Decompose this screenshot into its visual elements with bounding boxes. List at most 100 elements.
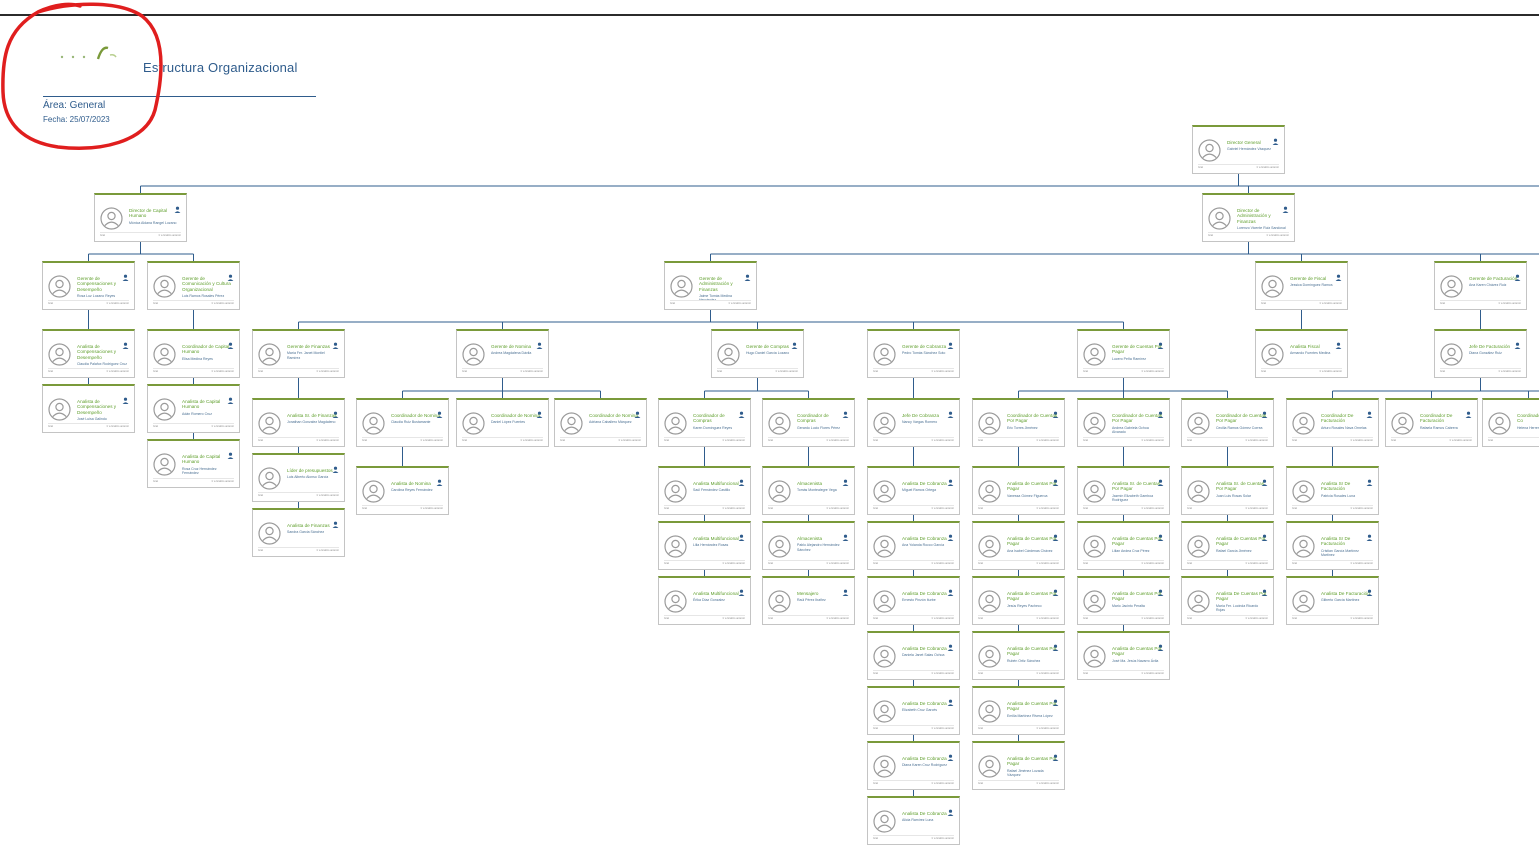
user-pin-icon[interactable] xyxy=(634,405,641,418)
user-pin-icon[interactable] xyxy=(1465,405,1472,418)
user-pin-icon[interactable] xyxy=(947,638,954,651)
card-footer-link[interactable]: Ir a Grafico anterior xyxy=(826,562,849,565)
user-pin-icon[interactable] xyxy=(436,405,443,418)
card-footer-link[interactable]: Ir a Grafico anterior xyxy=(316,439,339,442)
user-pin-icon[interactable] xyxy=(1335,268,1342,281)
card-footer-link[interactable]: Ir a Grafico anterior xyxy=(826,439,849,442)
user-pin-icon[interactable] xyxy=(332,460,339,473)
card-footer-link[interactable]: Ir a Grafico anterior xyxy=(1141,617,1164,620)
card-footer-link[interactable]: Ir a Grafico anterior xyxy=(1498,370,1521,373)
user-pin-icon[interactable] xyxy=(1366,528,1373,541)
user-pin-icon[interactable] xyxy=(1261,528,1268,541)
user-pin-icon[interactable] xyxy=(122,391,129,404)
user-pin-icon[interactable] xyxy=(1261,473,1268,486)
card-footer-link[interactable]: Ir a Grafico anterior xyxy=(722,439,745,442)
card-footer-link[interactable]: Ir a Grafico anterior xyxy=(1036,617,1059,620)
user-pin-icon[interactable] xyxy=(227,391,234,404)
card-footer-link[interactable]: Ir a Grafico anterior xyxy=(826,507,849,510)
user-pin-icon[interactable] xyxy=(1514,268,1521,281)
card-footer-link[interactable]: Ir a Grafico anterior xyxy=(931,439,954,442)
user-pin-icon[interactable] xyxy=(332,515,339,528)
card-footer-link[interactable]: Ir a Grafico anterior xyxy=(931,370,954,373)
user-pin-icon[interactable] xyxy=(227,446,234,459)
user-pin-icon[interactable] xyxy=(1261,583,1268,596)
card-footer-link[interactable]: Ir a Grafico anterior xyxy=(1141,370,1164,373)
card-footer-link[interactable]: Ir a Grafico anterior xyxy=(931,507,954,510)
card-footer-link[interactable]: Ir a Grafico anterior xyxy=(1036,439,1059,442)
card-footer-link[interactable]: Ir a Grafico anterior xyxy=(106,302,129,305)
user-pin-icon[interactable] xyxy=(1052,528,1059,541)
user-pin-icon[interactable] xyxy=(174,200,181,213)
user-pin-icon[interactable] xyxy=(1157,583,1164,596)
user-pin-icon[interactable] xyxy=(227,336,234,349)
card-footer-link[interactable]: Ir a Grafico anterior xyxy=(1036,672,1059,675)
user-pin-icon[interactable] xyxy=(1157,473,1164,486)
card-footer-link[interactable]: Ir a Grafico anterior xyxy=(931,782,954,785)
user-pin-icon[interactable] xyxy=(947,528,954,541)
card-footer-link[interactable]: Ir a Grafico anterior xyxy=(1141,672,1164,675)
card-footer-link[interactable]: Ir a Grafico anterior xyxy=(1245,617,1268,620)
card-footer-link[interactable]: Ir a Grafico anterior xyxy=(1141,439,1164,442)
card-footer-link[interactable]: Ir a Grafico anterior xyxy=(520,439,543,442)
card-footer-link[interactable]: Ir a Grafico anterior xyxy=(618,439,641,442)
user-pin-icon[interactable] xyxy=(947,748,954,761)
card-footer-link[interactable]: Ir a Grafico anterior xyxy=(931,727,954,730)
user-pin-icon[interactable] xyxy=(947,583,954,596)
card-footer-link[interactable]: Ir a Grafico anterior xyxy=(420,507,443,510)
card-footer-link[interactable]: Ir a Grafico anterior xyxy=(316,549,339,552)
card-footer-link[interactable]: Ir a Grafico anterior xyxy=(1319,302,1342,305)
card-footer-link[interactable]: Ir a Grafico anterior xyxy=(1350,507,1373,510)
user-pin-icon[interactable] xyxy=(1052,638,1059,651)
user-pin-icon[interactable] xyxy=(1366,405,1373,418)
card-footer-link[interactable]: Ir a Grafico anterior xyxy=(1036,507,1059,510)
card-footer-link[interactable]: Ir a Grafico anterior xyxy=(316,494,339,497)
card-footer-link[interactable]: Ir a Grafico anterior xyxy=(1141,507,1164,510)
user-pin-icon[interactable] xyxy=(332,405,339,418)
card-footer-link[interactable]: Ir a Grafico anterior xyxy=(1036,562,1059,565)
user-pin-icon[interactable] xyxy=(1366,583,1373,596)
card-footer-link[interactable]: Ir a Grafico anterior xyxy=(728,302,751,305)
card-footer-link[interactable]: Ir a Grafico anterior xyxy=(1036,727,1059,730)
user-pin-icon[interactable] xyxy=(536,405,543,418)
user-pin-icon[interactable] xyxy=(738,405,745,418)
card-footer-link[interactable]: Ir a Grafico anterior xyxy=(106,370,129,373)
card-footer-link[interactable]: Ir a Grafico anterior xyxy=(1266,234,1289,237)
user-pin-icon[interactable] xyxy=(436,473,443,486)
card-footer-link[interactable]: Ir a Grafico anterior xyxy=(1350,562,1373,565)
